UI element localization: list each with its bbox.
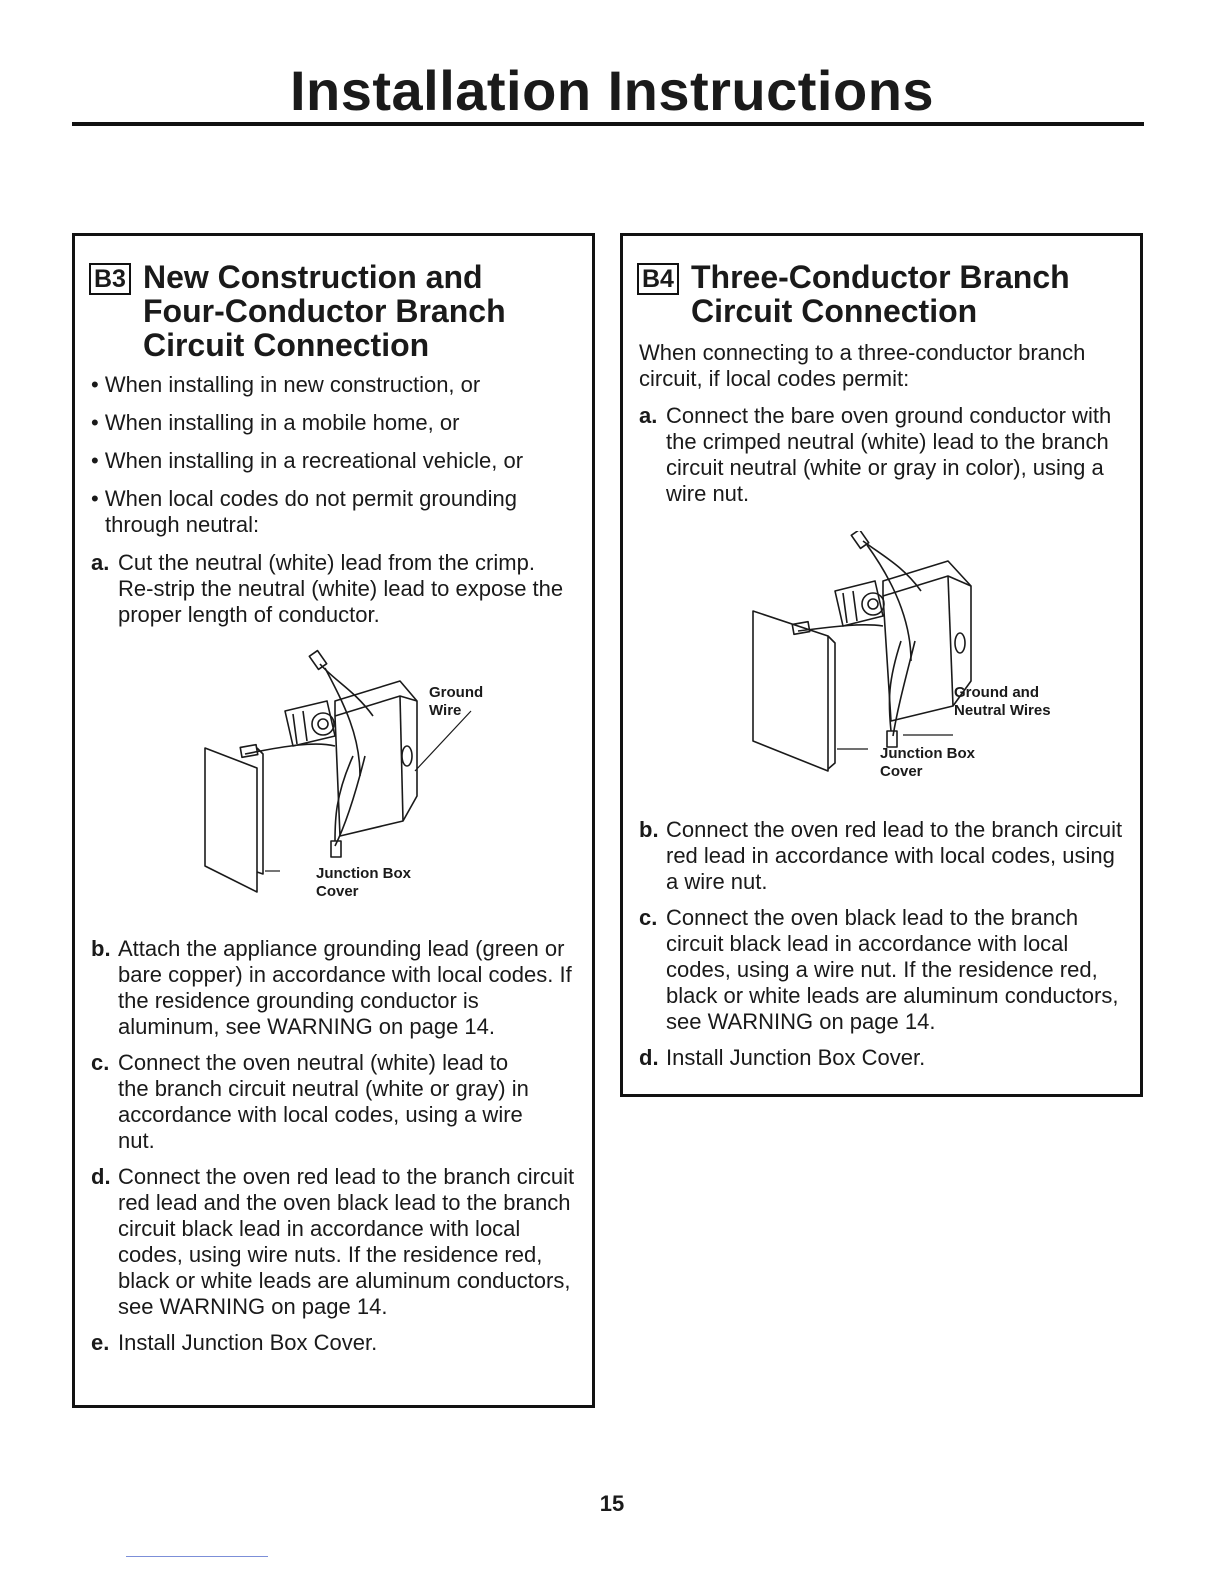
section-b3-steps: b. Attach the appliance grounding lead (…: [91, 936, 580, 1366]
section-b4-badge: B4: [637, 263, 679, 295]
step-letter: c.: [91, 1050, 110, 1075]
page-number: 15: [599, 1491, 625, 1516]
step-text: Cut the neutral (white) lead from the cr…: [118, 550, 564, 627]
figure-label-line: Ground and: [954, 684, 1039, 701]
figure-label-cover: Junction Box Cover: [316, 865, 411, 901]
step-text: Install Junction Box Cover.: [666, 1045, 926, 1070]
figure-label-ground-wire: Ground Wire: [429, 684, 483, 720]
figure-label-line: Junction Box: [316, 865, 412, 882]
step-text: Connect the oven red lead to the branch …: [666, 817, 1123, 894]
scan-mark-line: [126, 1556, 268, 1557]
figure-label-line: Wire: [429, 702, 462, 719]
section-b4: B4 Three-Conductor Branch Circuit Connec…: [620, 233, 1143, 1097]
section-b3-title: New Construction and Four-Conductor Bran…: [143, 260, 506, 362]
step-letter: d.: [91, 1164, 111, 1189]
step-letter: b.: [91, 936, 111, 961]
section-b3-badge: B3: [89, 263, 131, 295]
section-b3-title-line: Circuit Connection: [142, 327, 430, 363]
step-letter: d.: [639, 1045, 659, 1070]
condition-bullet: • When installing in a recreational vehi…: [91, 448, 524, 473]
step-text: Attach the appliance grounding lead (gre…: [118, 936, 572, 1039]
figure-label-line: Ground: [429, 684, 484, 701]
step-d: d. Install Junction Box Cover.: [639, 1045, 1128, 1071]
step-a: a. Connect the bare oven ground conducto…: [639, 403, 1128, 507]
junction-box-illustration: [752, 528, 972, 772]
step-b: b. Attach the appliance grounding lead (…: [91, 936, 580, 1040]
section-b4-title-line: Circuit Connection: [690, 293, 978, 329]
step-text: Connect the oven red lead to the branch …: [118, 1164, 575, 1319]
section-b3-title-line: New Construction and: [142, 259, 483, 295]
section-b4-title: Three-Conductor Branch Circuit Connectio…: [691, 260, 1070, 328]
condition-bullet: • When local codes do not permit groundi…: [91, 486, 517, 537]
step-d: d. Connect the oven red lead to the bran…: [91, 1164, 580, 1320]
section-b3-header: B3 New Construction and Four-Conductor B…: [89, 260, 506, 362]
section-b3: B3 New Construction and Four-Conductor B…: [72, 233, 595, 1408]
condition-bullet: • When installing in a mobile home, or: [91, 410, 460, 435]
figure-label-ground-neutral: Ground and Neutral Wires: [954, 684, 1051, 720]
section-b4-intro-block: When connecting to a three-conductor bra…: [639, 340, 1128, 517]
step-text: Connect the bare oven ground conductor w…: [666, 403, 1112, 506]
junction-box-figure-b3: [185, 646, 545, 906]
figure-label-line: Cover: [880, 763, 923, 780]
step-letter: c.: [639, 905, 658, 930]
section-b4-header: B4 Three-Conductor Branch Circuit Connec…: [637, 260, 1070, 328]
condition-bullet: • When installing in new construction, o…: [91, 372, 481, 397]
figure-label-line: Neutral Wires: [954, 702, 1051, 719]
step-letter: b.: [639, 817, 659, 842]
step-text: Install Junction Box Cover.: [118, 1330, 378, 1355]
figure-label-line: Cover: [316, 883, 359, 900]
step-a: a. Cut the neutral (white) lead from the…: [91, 550, 580, 628]
figure-label-line: Junction Box: [880, 745, 976, 762]
section-b4-steps: b. Connect the oven red lead to the bran…: [639, 817, 1128, 1081]
step-e: e. Install Junction Box Cover.: [91, 1330, 580, 1356]
step-letter: e.: [91, 1330, 110, 1355]
step-text: Connect the oven black lead to the branc…: [666, 905, 1119, 1034]
section-b3-conditions: • When installing in new construction, o…: [91, 372, 580, 638]
page-title: Installation Instructions: [289, 59, 935, 122]
step-c: c. Connect the oven neutral (white) lead…: [91, 1050, 580, 1154]
step-letter: a.: [91, 550, 110, 575]
section-b3-title-line: Four-Conductor Branch: [142, 293, 506, 329]
junction-box-illustration: [204, 649, 472, 893]
title-rule: [72, 122, 1144, 126]
step-letter: a.: [639, 403, 658, 428]
figure-label-cover: Junction Box Cover: [880, 745, 975, 781]
step-b: b. Connect the oven red lead to the bran…: [639, 817, 1128, 895]
step-c: c. Connect the oven black lead to the br…: [639, 905, 1128, 1035]
step-text: Connect the oven neutral (white) lead to…: [118, 1050, 529, 1153]
junction-box-figure-b4: [743, 528, 1123, 811]
section-b4-title-line: Three-Conductor Branch: [690, 259, 1070, 295]
section-b4-intro: When connecting to a three-conductor bra…: [639, 340, 1086, 391]
